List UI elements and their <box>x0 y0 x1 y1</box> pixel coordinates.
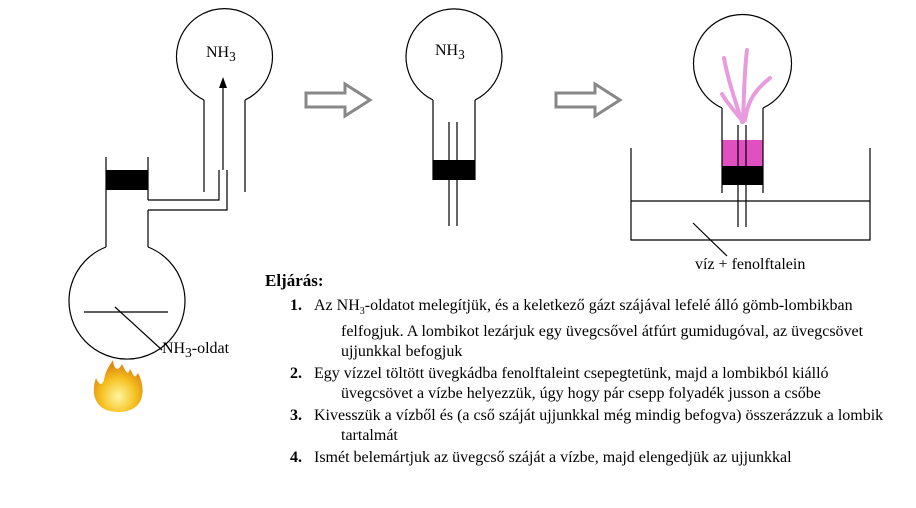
gas-flow-arrow <box>219 77 227 170</box>
rubber-stoppers <box>106 160 763 190</box>
step-number: 2. <box>290 365 302 383</box>
procedure-step: 3. Kivesszük a vízből és (a cső száját u… <box>290 406 890 446</box>
procedure-step: 1. Az NH3-oldatot melegítjük, és a kelet… <box>290 296 890 362</box>
water-trough <box>630 148 871 257</box>
flame-icon <box>93 360 143 412</box>
solution-label: NH3-oldat <box>162 340 230 361</box>
step-text: Kivesszük a vízből és (a cső száját ujju… <box>314 407 884 445</box>
step-text: Ismét belemártjuk az üvegcső száját a ví… <box>314 449 792 467</box>
procedure-step: 2. Egy vízzel töltött üvegkádba fenolfta… <box>290 364 890 404</box>
trough-label: víz + fenolftalein <box>695 256 806 273</box>
sealed-gas-label: NH3 <box>435 42 465 63</box>
step-number: 3. <box>290 407 302 425</box>
step-text: Az NH3-oldatot melegítjük, és a keletkez… <box>314 297 864 361</box>
pink-fountain-jets <box>720 48 772 124</box>
collected-gas-label: NH3 <box>206 44 236 65</box>
collecting-flask <box>175 8 274 192</box>
step-text: Egy vízzel töltött üvegkádba fenolftalei… <box>314 365 829 403</box>
delivery-tube <box>148 170 228 211</box>
procedure-step: 4. Ismét belemártjuk az üvegcső száját a… <box>290 448 890 468</box>
step-number: 1. <box>290 297 302 314</box>
procedure-steps: 1. Az NH3-oldatot melegítjük, és a kelet… <box>290 296 890 470</box>
step-number: 4. <box>290 449 302 467</box>
procedure-title: Eljárás: <box>265 271 324 290</box>
step-arrow-icon <box>304 81 623 119</box>
